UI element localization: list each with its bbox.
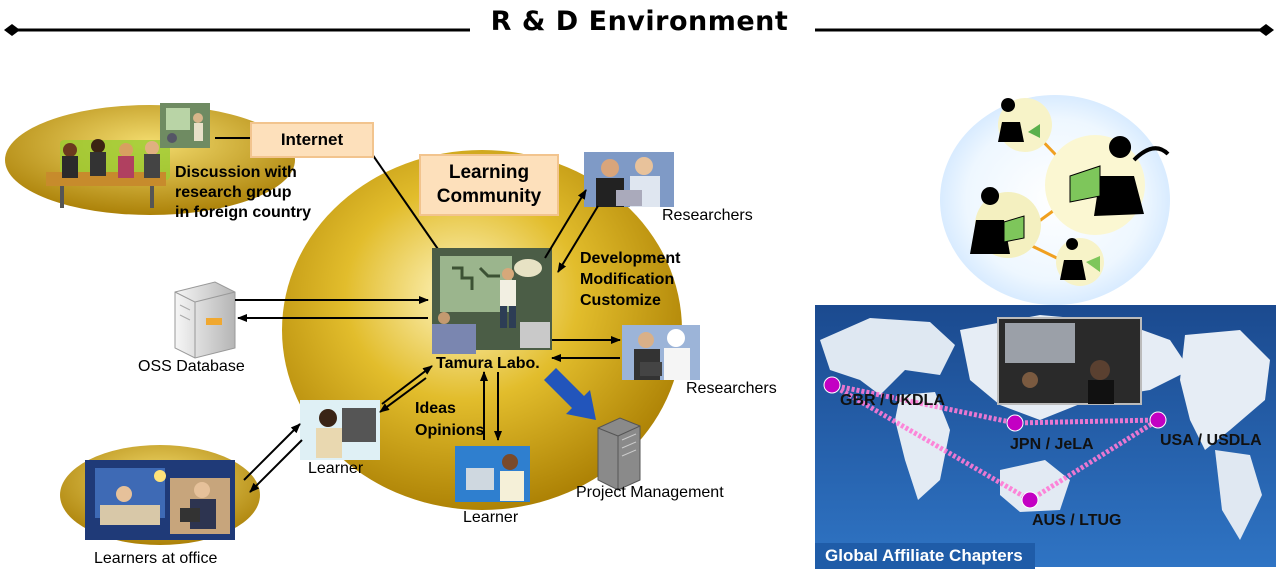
page-title-text: R & D Environment: [476, 6, 803, 37]
development-line-3: Customize: [580, 292, 661, 309]
learning-community-label: Learning Community: [419, 154, 559, 216]
learner-bottom-picture: [455, 446, 530, 502]
global-affiliate-banner: Global Affiliate Chapters: [815, 543, 1035, 569]
development-line-2: Modification: [580, 271, 675, 288]
project-management-label: Project Management: [576, 484, 724, 501]
learning-community-line-2: Community: [436, 186, 542, 207]
blue-arrow: [544, 368, 596, 420]
oss-database-label: OSS Database: [138, 358, 245, 375]
researchers-mid-label: Researchers: [686, 380, 777, 397]
learner-left-picture: [300, 400, 380, 460]
header-rule-left: [4, 24, 470, 36]
discussion-line-3: in foreign country: [175, 204, 311, 221]
learner-left-label: Learner: [308, 460, 364, 477]
ideas-line-1: Ideas: [415, 400, 456, 417]
arrows: [235, 189, 621, 493]
foreign-group-picture: [160, 103, 210, 148]
learners-at-office-label: Learners at office: [94, 550, 218, 567]
project-management-server: [597, 417, 641, 491]
internet-label: Internet: [250, 122, 374, 158]
header-rule-right: [815, 24, 1274, 36]
office-illustration: [85, 460, 235, 540]
oss-database-server: [174, 281, 236, 359]
page-title: R & D Environment: [0, 6, 1279, 37]
world-map: [815, 305, 1276, 567]
learning-community-line-1: Learning: [448, 162, 530, 183]
lab-illustration: [432, 248, 552, 354]
tamura-labo-label: Tamura Labo.: [436, 355, 540, 372]
chapter-gbr-label: GBR / UKDLA: [840, 392, 945, 409]
chapter-usa-label: USA / USDLA: [1160, 432, 1262, 449]
discussion-label: Discussion with research group in foreig…: [175, 163, 311, 223]
development-line-1: Development: [580, 250, 681, 267]
learner-bottom-label: Learner: [463, 509, 519, 526]
meeting-illustration: [46, 139, 170, 208]
chapter-jpn-label: JPN / JeLA: [1010, 436, 1094, 453]
researchers-mid-picture: [622, 325, 700, 380]
chapter-aus-label: AUS / LTUG: [1032, 512, 1122, 529]
development-label: Development Modification Customize: [580, 248, 680, 311]
discussion-line-1: Discussion with: [175, 164, 297, 181]
researchers-top-label: Researchers: [662, 207, 753, 224]
ideas-line-2: Opinions: [415, 422, 485, 439]
ideas-label: Ideas Opinions: [415, 398, 484, 442]
discussion-line-2: research group: [175, 184, 292, 201]
network-illustration: [970, 98, 1170, 286]
researchers-top-picture: [584, 152, 674, 207]
